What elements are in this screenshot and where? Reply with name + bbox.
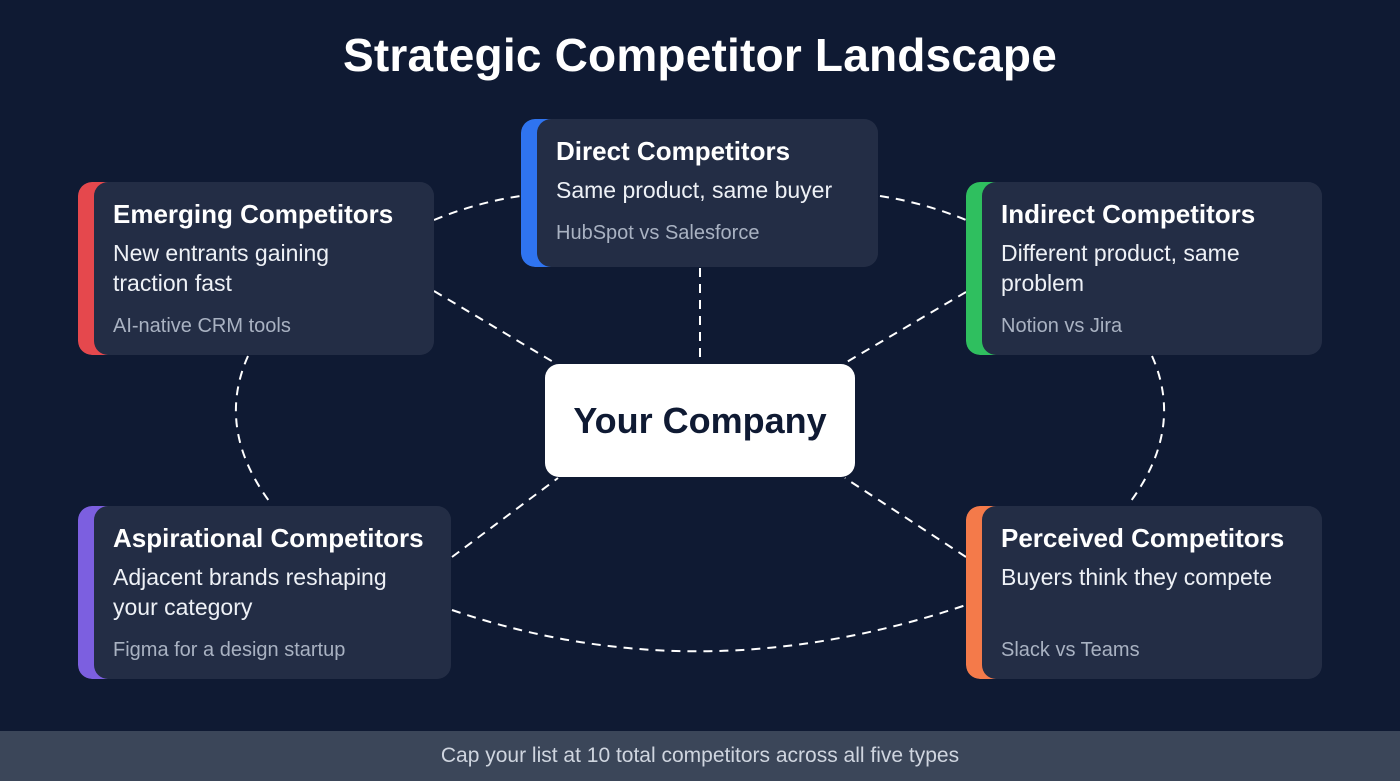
card-indirect-competitors: Indirect Competitors Different product, … — [966, 182, 1322, 355]
page-title: Strategic Competitor Landscape — [342, 29, 1058, 81]
card-description: New entrants gaining traction fast — [113, 240, 330, 296]
card-heading: Aspirational Competitors — [113, 523, 424, 553]
card-example: AI-native CRM tools — [113, 315, 291, 337]
card-direct-competitors: Direct Competitors Same product, same bu… — [521, 119, 878, 267]
card-example: HubSpot vs Salesforce — [556, 222, 760, 244]
card-aspirational-competitors: Aspirational Competitors Adjacent brands… — [78, 506, 451, 679]
card-example: Notion vs Jira — [1001, 315, 1123, 337]
card-description: Buyers think they compete — [1001, 564, 1273, 590]
card-heading: Perceived Competitors — [1001, 523, 1285, 553]
card-heading: Direct Competitors — [556, 136, 791, 166]
card-emerging-competitors: Emerging Competitors New entrants gainin… — [78, 182, 434, 355]
footer-banner: Cap your list at 10 total competitors ac… — [0, 731, 1400, 781]
card-example: Slack vs Teams — [1001, 639, 1140, 661]
center-node-your-company: Your Company — [545, 364, 855, 477]
card-description: Adjacent brands reshaping your category — [113, 564, 387, 620]
card-description: Different product, same problem — [1001, 240, 1240, 296]
card-example: Figma for a design startup — [113, 639, 346, 661]
card-description: Same product, same buyer — [556, 177, 833, 203]
card-perceived-competitors: Perceived Competitors Buyers think they … — [966, 506, 1322, 679]
center-label: Your Company — [573, 399, 827, 441]
card-heading: Indirect Competitors — [1001, 199, 1256, 229]
card-heading: Emerging Competitors — [113, 199, 394, 229]
footer-note: Cap your list at 10 total competitors ac… — [440, 744, 960, 767]
